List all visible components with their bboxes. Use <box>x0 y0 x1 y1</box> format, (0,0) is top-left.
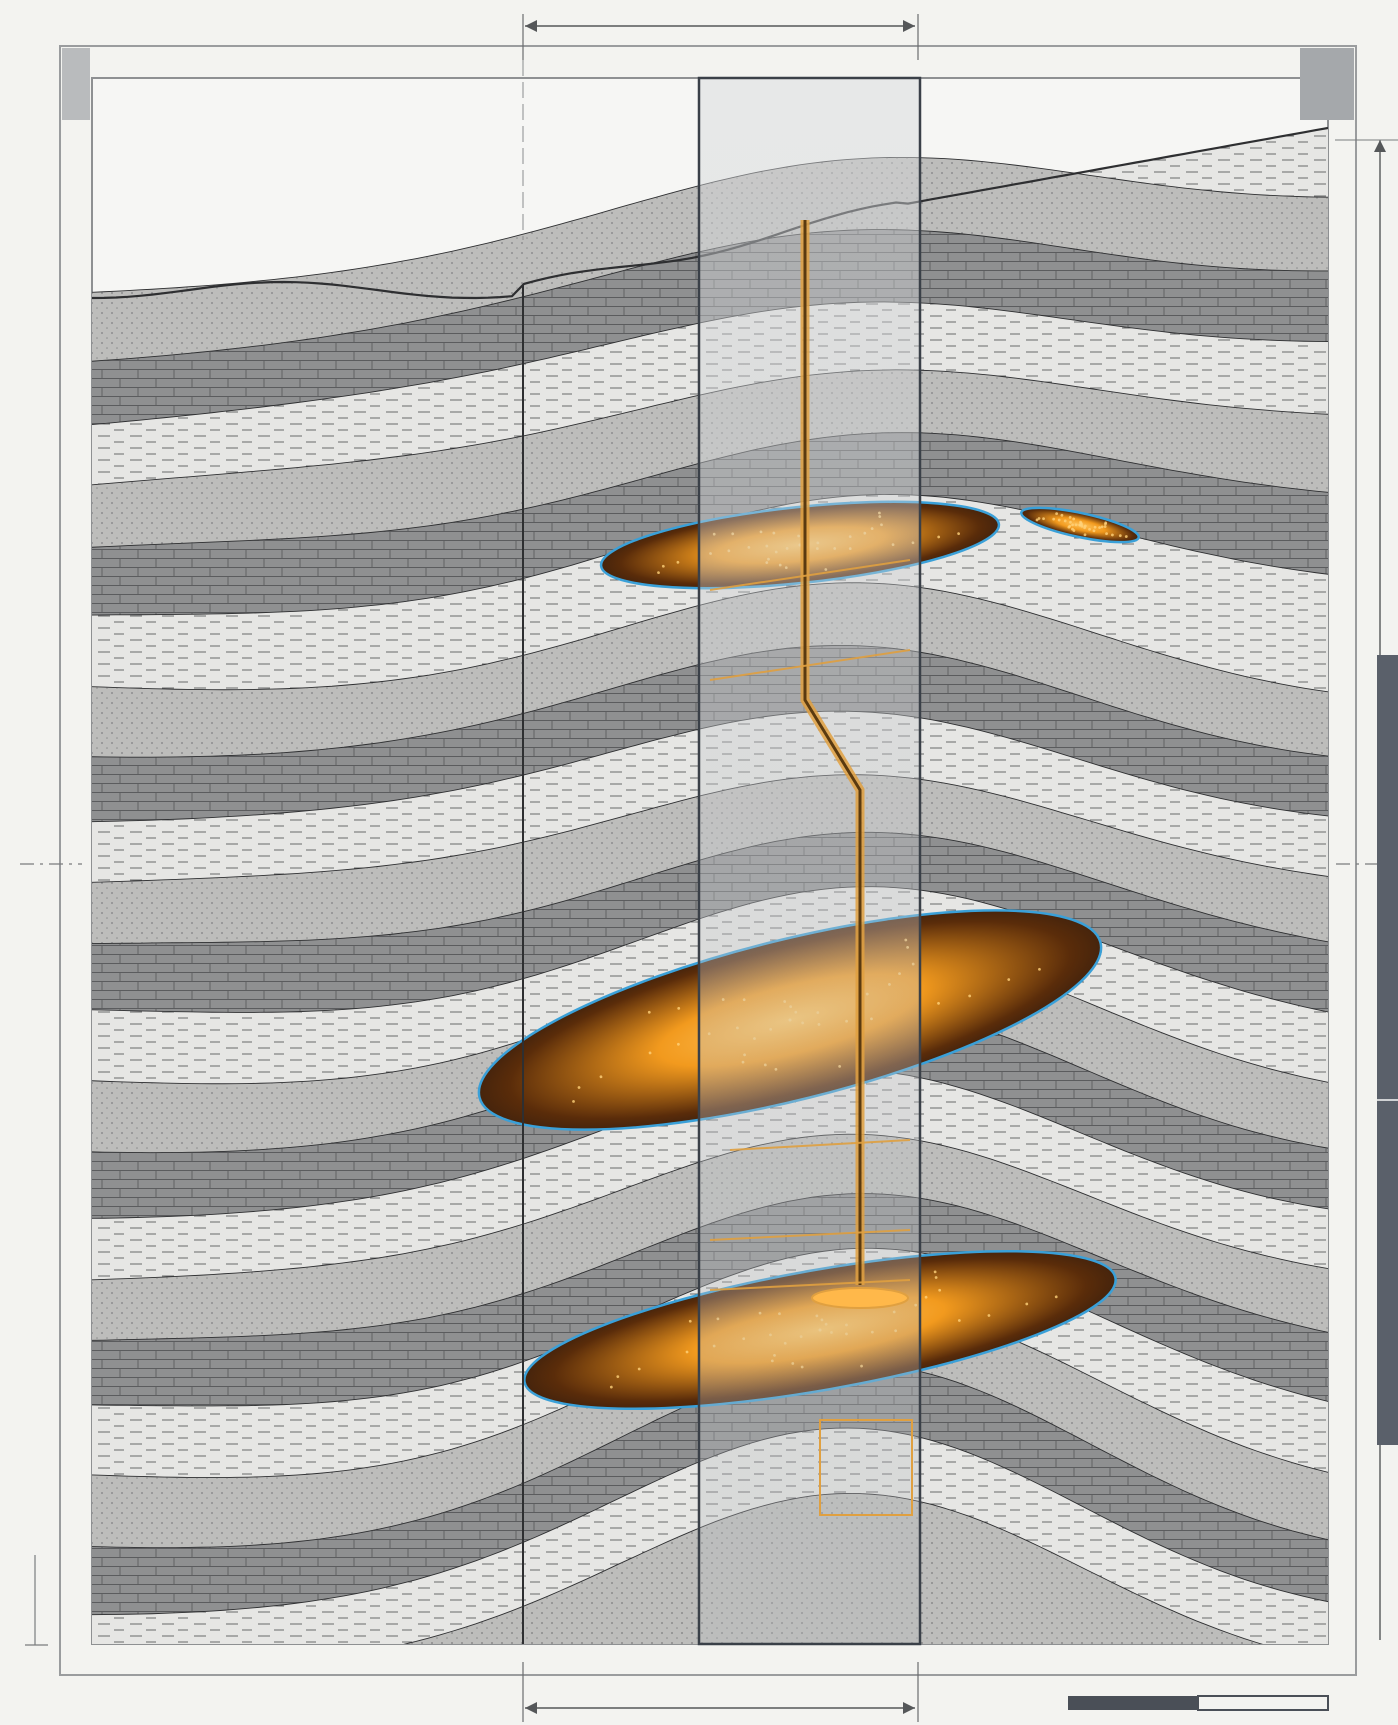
completion-line <box>709 649 911 681</box>
scale-bars <box>1068 655 1398 1711</box>
frame-corner-mark <box>62 48 90 120</box>
horizontal-scale-bar <box>1068 1695 1329 1711</box>
completion-line <box>729 1139 911 1151</box>
double-arrow-icon <box>522 1662 919 1722</box>
well-bore <box>800 220 909 1309</box>
well-schematic-box <box>819 1419 913 1516</box>
completion-line <box>709 1279 911 1291</box>
hydrocarbon-reservoir <box>1020 506 1140 544</box>
completion-line <box>709 1229 911 1241</box>
well-column <box>697 76 922 1646</box>
vertical-scale-bar <box>1377 655 1398 1445</box>
double-arrow-icon <box>522 14 919 60</box>
completion-line <box>709 559 911 591</box>
frame-corner-mark <box>1300 48 1354 120</box>
